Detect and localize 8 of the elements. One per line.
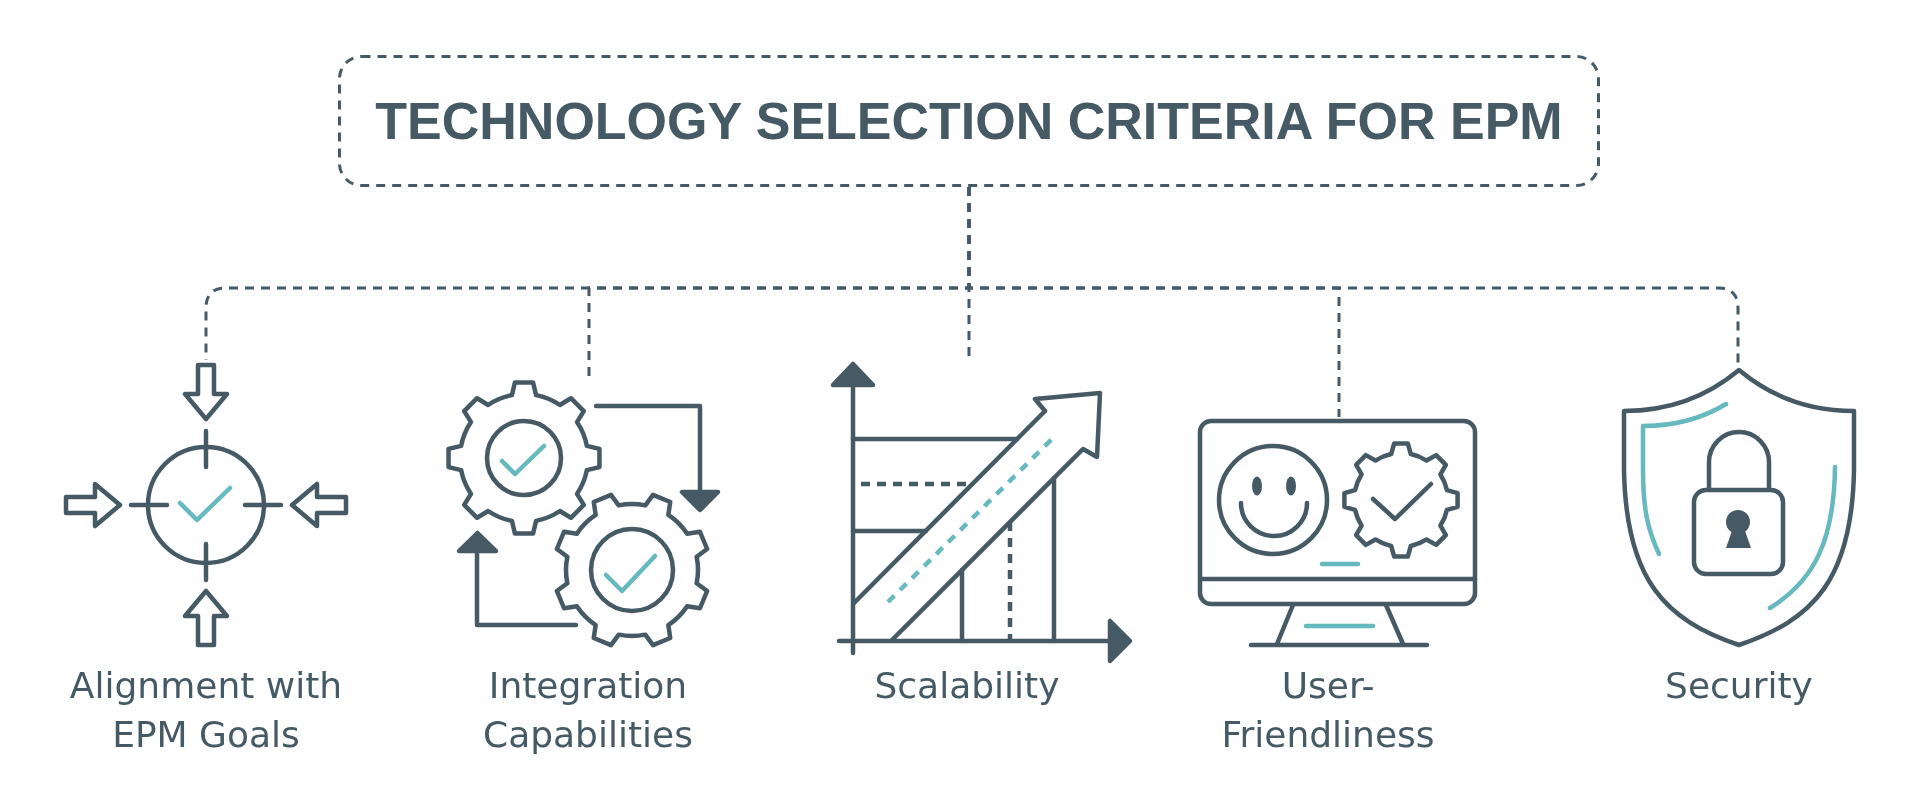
title-box [338,55,1600,187]
criterion-label: Alignment with EPM Goals [68,664,344,757]
connector-line [967,187,1740,366]
criterion-label: Integration Capabilities [482,664,694,757]
criterion-label: Security [1664,664,1814,708]
title-text: TECHNOLOGY SELECTION CRITERIA FOR EPM [375,91,1563,151]
criterion-label: Scalability [873,664,1061,708]
criterion-label: User-Friendliness [1220,664,1436,757]
